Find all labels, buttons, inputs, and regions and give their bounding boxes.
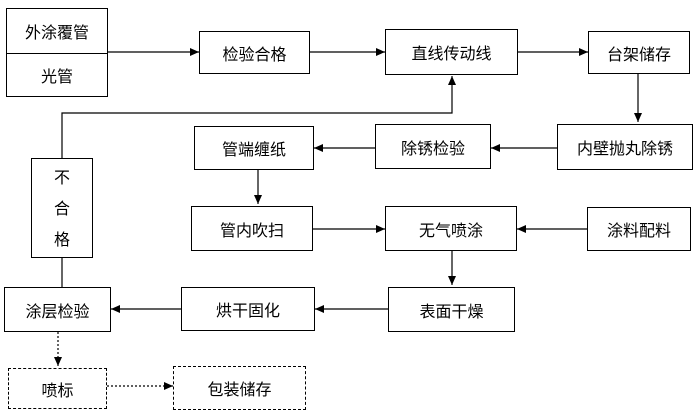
inspection-pass-box: 检验合格 bbox=[199, 31, 310, 74]
pack-storage-box: 包装储存 bbox=[173, 366, 306, 410]
fail-box: 不 合 格 bbox=[31, 158, 93, 258]
linear-conveyor-box: 直线传动线 bbox=[385, 29, 518, 75]
spray-mark-box: 喷标 bbox=[8, 368, 107, 409]
fail-char-2: 合 bbox=[53, 198, 70, 218]
airless-spray-box: 无气喷涂 bbox=[385, 206, 517, 251]
derust-inspection-box: 除锈检验 bbox=[375, 124, 491, 169]
surface-dry-box: 表面干燥 bbox=[388, 287, 515, 332]
bake-cure-box: 烘干固化 bbox=[181, 287, 315, 331]
coating-inspection-box: 涂层检验 bbox=[4, 287, 111, 332]
pipe-end-paper-box: 管端缠纸 bbox=[194, 126, 314, 170]
fail-char-1: 不 bbox=[53, 167, 70, 187]
arrow-coatinginspection-to-fail-loop bbox=[61, 76, 456, 287]
outer-coated-pipe-label: 外涂覆管 bbox=[7, 9, 107, 54]
pipe-inner-blow-box: 管内吹扫 bbox=[191, 206, 313, 251]
rack-storage-box: 台架储存 bbox=[588, 31, 690, 74]
bare-pipe-label: 光管 bbox=[40, 66, 73, 86]
fail-char-3: 格 bbox=[53, 229, 70, 249]
inner-shot-blast-box: 内壁抛丸除锈 bbox=[557, 124, 693, 170]
paint-mixing-box: 涂料配料 bbox=[587, 207, 691, 251]
pipe-input-box: 外涂覆管 光管 bbox=[6, 8, 108, 97]
